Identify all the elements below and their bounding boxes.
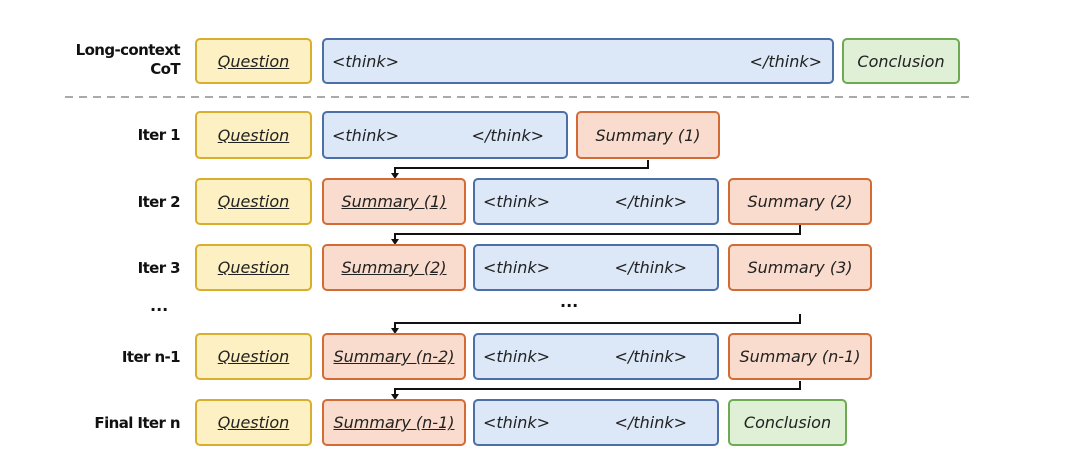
question-text: Question bbox=[217, 413, 290, 432]
think-open-tag: <think> bbox=[483, 192, 551, 211]
summary-output-text: Summary (2) bbox=[747, 192, 853, 211]
arrow-itern1-to-final bbox=[394, 381, 801, 397]
question-box: Question bbox=[195, 244, 312, 291]
question-text: Question bbox=[217, 125, 290, 145]
think-close-tag: </think> bbox=[471, 125, 544, 145]
summary-input-box: Summary (2) bbox=[322, 244, 466, 291]
summary-output-box: Summary (1) bbox=[576, 111, 720, 159]
summary-output-text: Summary (1) bbox=[595, 125, 701, 145]
think-box: <think> </think> bbox=[322, 38, 834, 84]
arrow-iter2-to-iter3 bbox=[394, 225, 801, 242]
summary-output-text: Summary (n-1) bbox=[739, 347, 861, 366]
row-label-iter3: Iter 3 bbox=[137, 259, 181, 277]
summary-output-box: Summary (n-1) bbox=[728, 333, 872, 380]
row-label-long-context: Long-context CoT bbox=[75, 41, 181, 78]
ellipsis-mid: ... bbox=[560, 292, 579, 311]
summary-input-text: Summary (1) bbox=[341, 192, 447, 211]
question-text: Question bbox=[217, 347, 290, 366]
think-open-tag: <think> bbox=[332, 51, 400, 71]
arrowhead bbox=[391, 239, 399, 245]
row-label-iter2: Iter 2 bbox=[137, 193, 181, 211]
think-close-tag: </think> bbox=[614, 192, 687, 211]
think-close-tag: </think> bbox=[749, 51, 822, 71]
think-open-tag: <think> bbox=[483, 258, 551, 277]
summary-input-box: Summary (n-1) bbox=[322, 399, 466, 446]
summary-input-text: Summary (n-1) bbox=[333, 413, 455, 432]
question-box: Question bbox=[195, 111, 312, 159]
row-label-itern1: Iter n-1 bbox=[121, 348, 181, 366]
question-text: Question bbox=[217, 258, 290, 277]
think-close-tag: </think> bbox=[614, 258, 687, 277]
summary-input-box: Summary (1) bbox=[322, 178, 466, 225]
think-open-tag: <think> bbox=[332, 125, 400, 145]
question-box: Question bbox=[195, 333, 312, 380]
summary-output-text: Summary (3) bbox=[747, 258, 853, 277]
row-label-final: Final Iter n bbox=[94, 414, 180, 432]
question-box: Question bbox=[195, 399, 312, 446]
think-open-tag: <think> bbox=[483, 347, 551, 366]
question-box: Question bbox=[195, 178, 312, 225]
conclusion-text: Conclusion bbox=[857, 51, 945, 71]
question-box: Question bbox=[195, 38, 312, 84]
think-box: <think> </think> bbox=[473, 399, 719, 446]
summary-input-text: Summary (n-2) bbox=[333, 347, 455, 366]
summary-input-box: Summary (n-2) bbox=[322, 333, 466, 380]
think-box: <think> </think> bbox=[473, 244, 719, 291]
summary-output-box: Summary (3) bbox=[728, 244, 872, 291]
think-box: <think> </think> bbox=[473, 333, 719, 380]
arrowhead bbox=[391, 328, 399, 334]
row-label-iter1: Iter 1 bbox=[137, 126, 181, 144]
conclusion-box: Conclusion bbox=[728, 399, 847, 446]
summary-input-text: Summary (2) bbox=[341, 258, 447, 277]
think-box: <think> </think> bbox=[322, 111, 568, 159]
think-box: <think> </think> bbox=[473, 178, 719, 225]
summary-output-box: Summary (2) bbox=[728, 178, 872, 225]
arrow-iter1-to-iter2 bbox=[394, 160, 649, 176]
ellipsis-label: ... bbox=[150, 296, 169, 315]
conclusion-text: Conclusion bbox=[743, 413, 832, 432]
conclusion-box: Conclusion bbox=[842, 38, 960, 84]
think-close-tag: </think> bbox=[614, 413, 687, 432]
think-close-tag: </think> bbox=[614, 347, 687, 366]
arrowhead bbox=[391, 173, 399, 179]
question-text: Question bbox=[217, 51, 290, 71]
arrow-ellipsis-to-itern1 bbox=[394, 314, 801, 331]
arrowhead bbox=[391, 394, 399, 400]
question-text: Question bbox=[217, 192, 290, 211]
think-open-tag: <think> bbox=[483, 413, 551, 432]
